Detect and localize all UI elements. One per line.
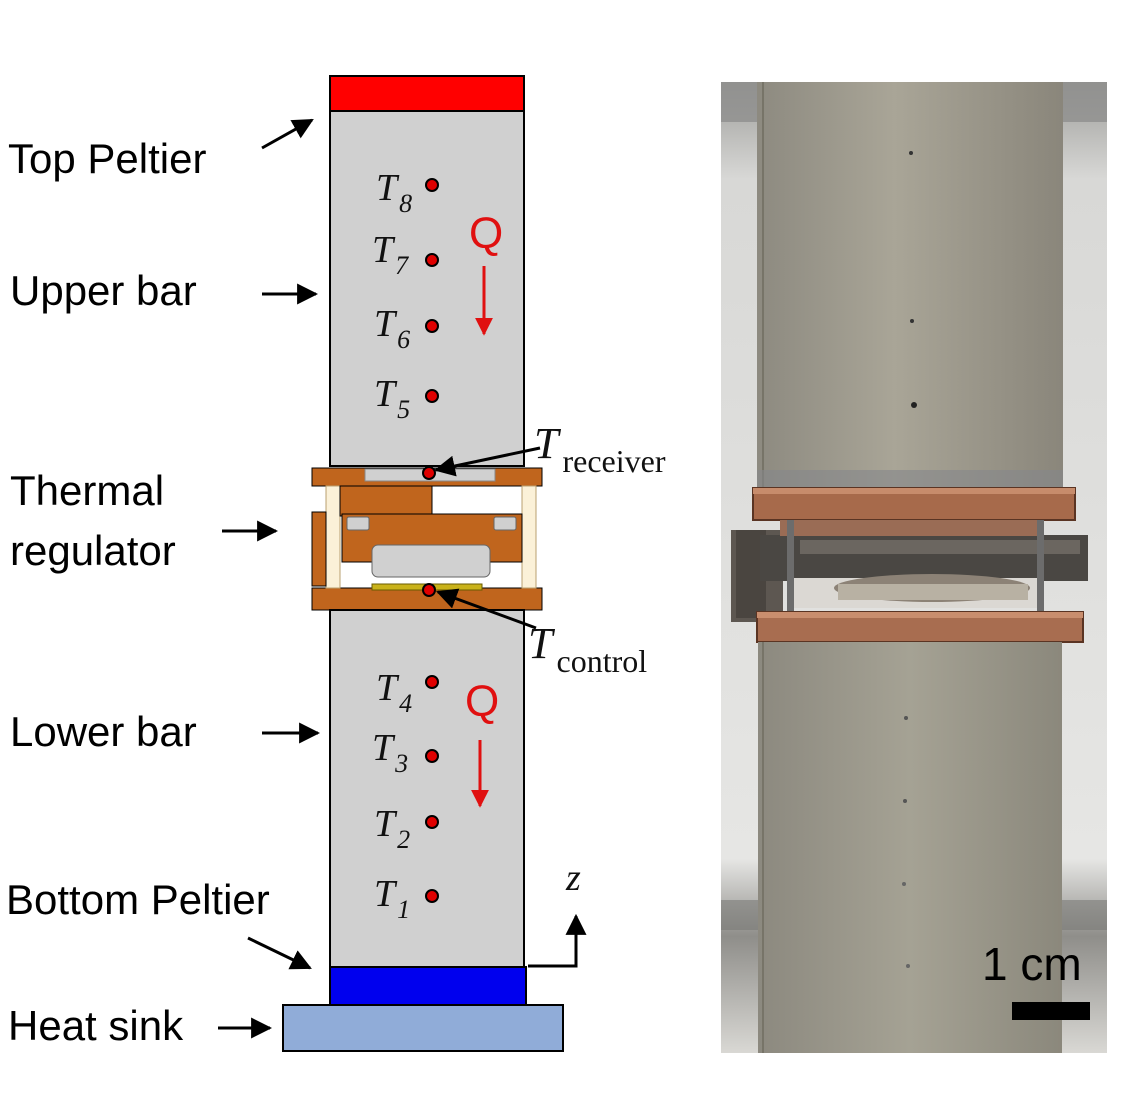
svg-text:T4: T4	[376, 667, 412, 718]
sensor-control-dot	[422, 583, 436, 597]
sensor-t2: T2	[374, 803, 439, 854]
svg-text:T2: T2	[374, 803, 410, 854]
scale-bar-label: 1 cm	[982, 938, 1082, 990]
arrow-receiver	[433, 446, 541, 477]
sensor-t7: T7	[372, 229, 439, 280]
sensor-t4: T4	[376, 667, 439, 718]
sensor-t3: T3	[372, 727, 439, 778]
sensor-t6: T6	[374, 303, 439, 354]
label-bottom-peltier: Bottom Peltier	[6, 876, 270, 923]
svg-text:T3: T3	[372, 727, 408, 778]
label-thermal-line2: regulator	[10, 527, 176, 574]
heat-sink	[282, 1004, 564, 1052]
sensor-t1: T1	[374, 873, 439, 924]
heat-flow-lower-label: Q	[465, 677, 499, 726]
top-peltier	[329, 75, 525, 112]
arrow-top-peltier	[261, 118, 314, 150]
sensor-t8: T8	[376, 167, 439, 218]
z-axis-line	[528, 913, 587, 968]
sensor-receiver-dot	[422, 466, 436, 480]
z-axis-label: z	[565, 857, 581, 899]
sensor-t5: T5	[374, 373, 439, 424]
svg-text:T7: T7	[372, 229, 409, 280]
upper-bar	[329, 110, 525, 467]
svg-text:T8: T8	[376, 167, 412, 218]
bottom-peltier	[329, 966, 527, 1006]
lower-bar	[329, 609, 525, 968]
arrow-control	[436, 588, 537, 630]
heat-flow-upper-label: Q	[469, 209, 503, 258]
thermal-regulator	[311, 467, 543, 611]
label-upper-bar: Upper bar	[10, 267, 197, 314]
apparatus-photo	[721, 82, 1107, 1053]
label-thermal-line1: Thermal	[10, 467, 164, 514]
svg-text:T1: T1	[374, 873, 410, 924]
svg-text:T6: T6	[374, 303, 410, 354]
label-heat-sink: Heat sink	[8, 1002, 184, 1049]
label-lower-bar: Lower bar	[10, 708, 197, 755]
label-top-peltier: Top Peltier	[8, 135, 206, 182]
svg-text:T5: T5	[374, 373, 410, 424]
arrow-bottom-peltier	[247, 936, 312, 970]
scale-bar	[1012, 1002, 1090, 1020]
